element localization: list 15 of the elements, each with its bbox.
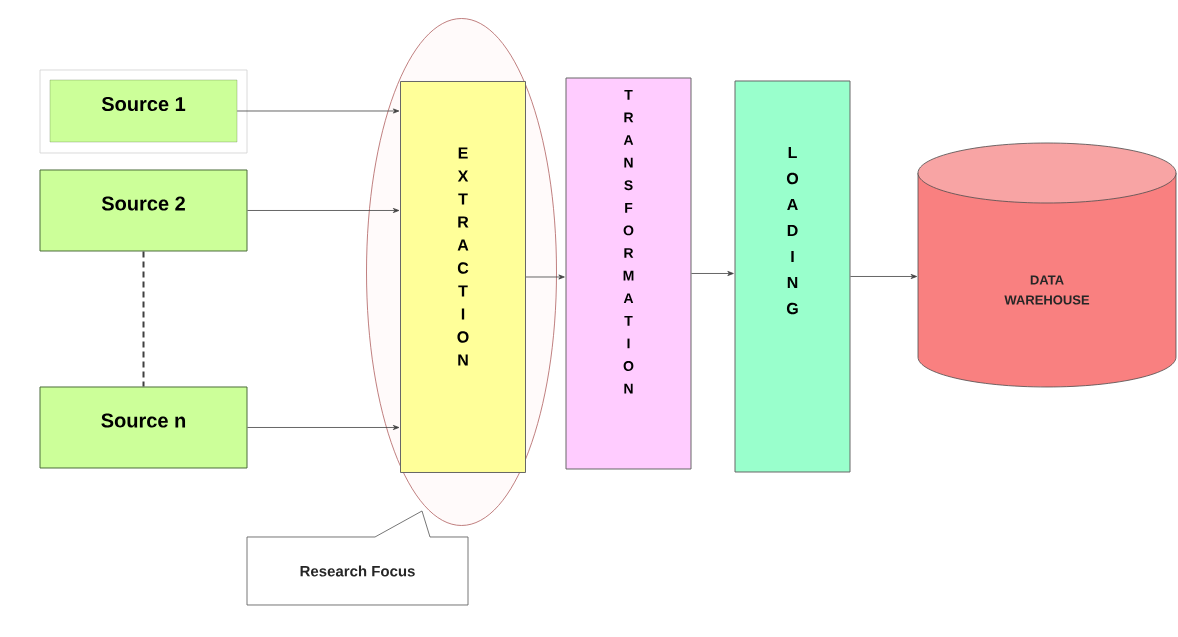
source-box: Source n	[39, 386, 248, 469]
arrow	[247, 425, 400, 430]
dashed-line	[142, 250, 145, 388]
arrow	[850, 274, 918, 279]
callout-box: Research Focus	[246, 510, 469, 606]
arrow	[247, 208, 400, 213]
database-cylinder: DATA WAREHOUSE	[917, 142, 1177, 388]
source-box: Source 2	[39, 169, 248, 252]
process-box: TRANSFORMATION	[565, 77, 692, 470]
process-box: EXTRACTION	[400, 81, 526, 473]
arrow	[691, 271, 734, 276]
arrow	[236, 108, 400, 114]
process-box: LOADING	[734, 80, 851, 473]
arrow	[525, 274, 565, 280]
source-box: Source 1	[39, 69, 248, 154]
